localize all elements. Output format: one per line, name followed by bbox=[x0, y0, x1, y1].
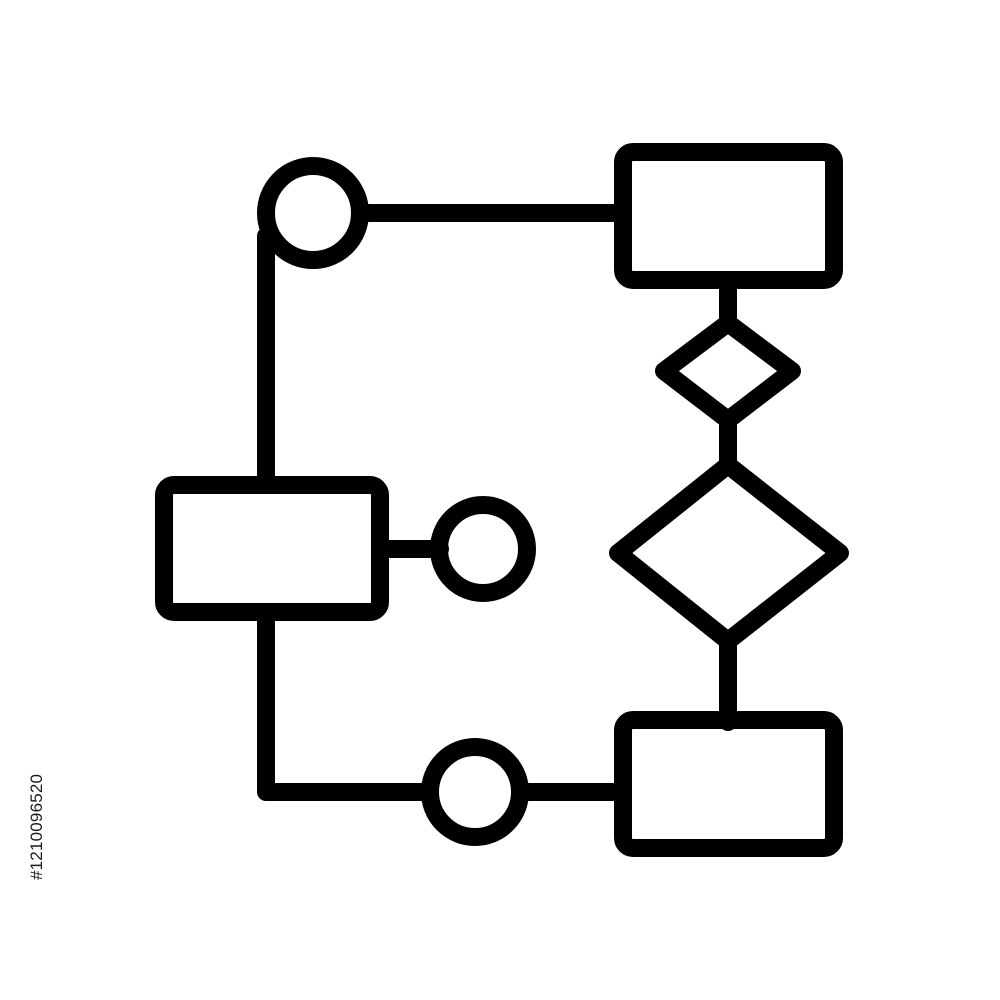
middle-circle-node bbox=[430, 496, 536, 602]
small-decision-diamond bbox=[655, 314, 801, 429]
large-decision-diamond bbox=[609, 456, 849, 650]
start-circle-node bbox=[257, 157, 369, 269]
left-process-box bbox=[155, 476, 389, 621]
watermark-stock-id: #1210096520 bbox=[27, 773, 46, 880]
bottom-circle-node bbox=[421, 738, 529, 846]
connector-left-trunk-lower bbox=[257, 604, 437, 801]
top-process-box bbox=[614, 143, 843, 289]
bottom-process-box bbox=[614, 711, 843, 857]
